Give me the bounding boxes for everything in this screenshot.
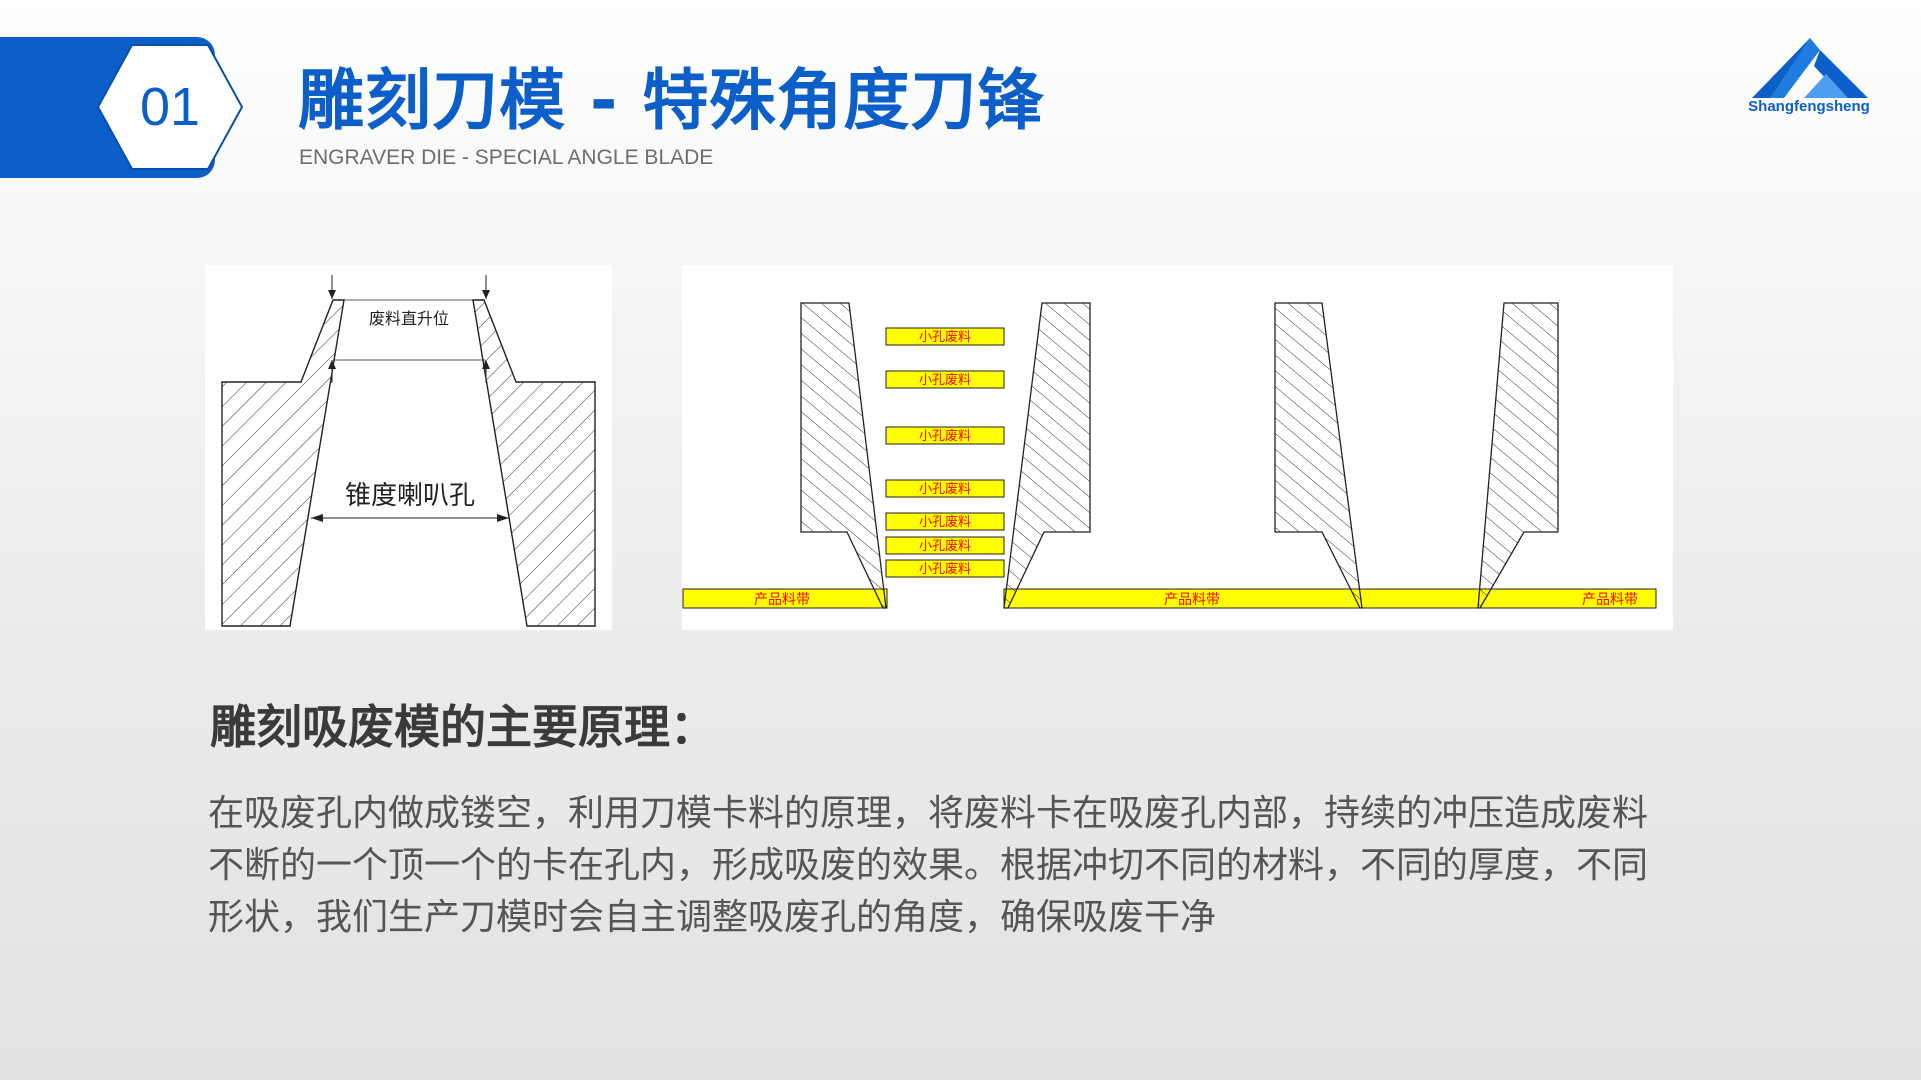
waste-label-7: 小孔废料 [919, 561, 971, 577]
strip-label-1: 产品料带 [754, 592, 810, 608]
principle-heading: 雕刻吸废模的主要原理： [210, 700, 716, 754]
waste-stacking-diagram: 产品料带 产品料带 产品料带 小孔废料 小孔废料 小孔废料 小孔废料 小孔废料 … [682, 265, 1673, 630]
taper-hole-diagram: 废料直升位 锥度喇叭孔 [205, 265, 612, 630]
strip-label-2: 产品料带 [1164, 592, 1220, 608]
waste-label-3: 小孔废料 [919, 428, 971, 444]
waste-label-6: 小孔废料 [919, 538, 971, 554]
left-die-wall [221, 299, 345, 627]
section-number: 01 [139, 77, 201, 137]
principle-body: 在吸废孔内做成镂空，利用刀模卡料的原理，将废料卡在吸废孔内部，持续的冲压造成废料… [208, 788, 1658, 944]
hexagon-badge-icon [96, 44, 244, 170]
waste-lift-label: 废料直升位 [369, 309, 449, 328]
company-logo-text: Shangfengsheng [1748, 98, 1870, 115]
die-1-right [1003, 302, 1091, 609]
waste-label-2: 小孔废料 [919, 372, 971, 388]
waste-label-1: 小孔废料 [919, 329, 971, 345]
principle-line-1: 在吸废孔内做成镂空，利用刀模卡料的原理，将废料卡在吸废孔内部，持续的冲压造成废料 [208, 793, 1649, 834]
right-die-wall [472, 299, 596, 627]
waste-pieces: 小孔废料 小孔废料 小孔废料 小孔废料 小孔废料 小孔废料 小孔废料 [885, 327, 1005, 578]
waste-label-4: 小孔废料 [919, 481, 971, 497]
page-subtitle: ENGRAVER DIE - SPECIAL ANGLE BLADE [299, 146, 714, 169]
taper-hole-label: 锥度喇叭孔 [345, 481, 475, 511]
strip-middle [1003, 588, 1657, 609]
die-2-right [1477, 302, 1559, 609]
die-2-left [1274, 302, 1363, 609]
page-title: 雕刻刀模 - 特殊角度刀锋 [298, 62, 1045, 139]
waste-label-5: 小孔废料 [919, 514, 971, 530]
die-1-left [800, 302, 887, 609]
strip-label-3: 产品料带 [1582, 592, 1638, 608]
principle-line-2: 不断的一个顶一个的卡在孔内，形成吸废的效果。根据冲切不同的材料，不同的厚度，不同 [208, 845, 1649, 886]
strip-left [682, 588, 888, 609]
company-logo-icon [1752, 38, 1868, 98]
principle-line-3: 形状，我们生产刀模时会自主调整吸废孔的角度，确保吸废干净 [208, 897, 1217, 938]
